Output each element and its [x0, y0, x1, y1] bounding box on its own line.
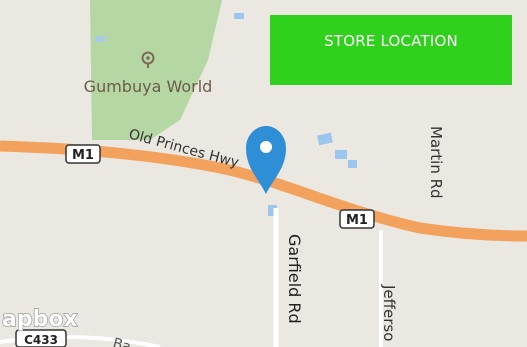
road-label-bottom: Ba: [111, 335, 133, 347]
park-area: [90, 0, 222, 140]
road-label-jefferson: Jefferso: [380, 284, 398, 341]
map-attribution[interactable]: apbox: [1, 306, 78, 332]
water-body: [335, 150, 347, 159]
road-label-garfield-rd: Garfield Rd: [285, 234, 304, 324]
water-body: [268, 205, 277, 216]
svg-text:C433: C433: [24, 333, 58, 347]
gumbuya-world-icon: [141, 51, 155, 68]
highway-shield-m1: M1: [65, 144, 101, 164]
water-body: [317, 132, 333, 146]
road-label-martin-rd: Martin Rd: [427, 126, 445, 199]
svg-text:M1: M1: [346, 213, 368, 228]
water-body: [95, 36, 105, 42]
location-pin-icon[interactable]: [246, 126, 286, 194]
route-shield-c433: C433: [15, 329, 67, 347]
water-body: [234, 13, 244, 19]
water-body: [348, 160, 357, 168]
highway-shield-m1: M1: [339, 209, 375, 229]
poi-label: Gumbuya World: [84, 77, 213, 96]
store-location-button[interactable]: STORE LOCATION: [270, 15, 512, 85]
svg-text:M1: M1: [72, 148, 94, 163]
